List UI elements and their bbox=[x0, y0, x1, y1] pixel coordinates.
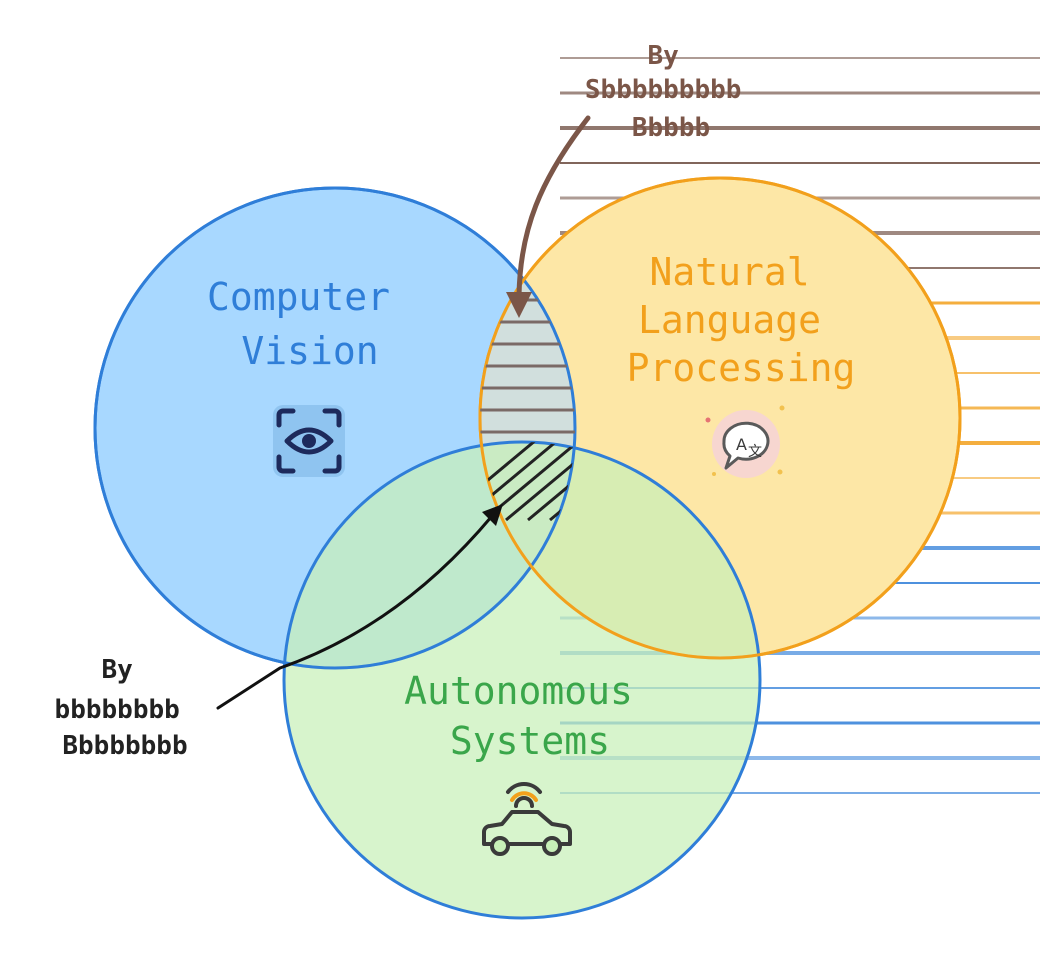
hatch-line-diagonal bbox=[505, 442, 575, 522]
callout-arrowhead-top bbox=[506, 292, 532, 318]
svg-text:A: A bbox=[736, 435, 747, 454]
callout-left-line-2: bbbbbbbb bbox=[55, 695, 180, 725]
callout-left-line-1: By bbox=[102, 655, 133, 685]
label-cv-line-2: Vision bbox=[241, 329, 378, 373]
svg-text:文: 文 bbox=[748, 444, 762, 460]
hatch-line-diagonal bbox=[483, 442, 575, 522]
label-as-line-2: Systems bbox=[450, 719, 610, 763]
callout-arrow-top bbox=[516, 115, 591, 299]
translate-bubble-icon: A 文 bbox=[705, 405, 785, 478]
callout-top-line-1: By bbox=[648, 41, 679, 71]
label-autonomous-systems: Autonomous Systems bbox=[404, 669, 656, 763]
label-computer-vision: Computer Vision bbox=[207, 275, 413, 373]
label-nlp-line-2: Language bbox=[638, 298, 821, 342]
callout-left-label: By bbbbbbbb Bbbbbbbb bbox=[55, 655, 196, 761]
set-circle-autonomous-systems bbox=[282, 440, 762, 920]
label-nlp-line-1: Natural bbox=[649, 250, 809, 294]
callout-arrowhead-left bbox=[482, 504, 503, 526]
callout-left-line-3: Bbbbbbbb bbox=[62, 731, 187, 761]
eye-scan-icon bbox=[273, 405, 345, 477]
callout-top-line-2: Sbbbbbbbbb bbox=[585, 75, 742, 105]
callout-top-label: By Sbbbbbbbbb Bbbbb bbox=[585, 41, 757, 143]
callout-top-line-3: Bbbbb bbox=[632, 113, 710, 143]
set-circle-nlp-outline bbox=[478, 176, 962, 660]
label-natural-language-processing: Natural Language Processing bbox=[627, 250, 856, 390]
connected-car-icon bbox=[482, 782, 572, 856]
hatch-line-diagonal bbox=[527, 442, 575, 522]
label-nlp-line-3: Processing bbox=[627, 346, 856, 390]
hatch-line-diagonal bbox=[480, 442, 561, 522]
label-cv-line-1: Computer bbox=[207, 275, 390, 319]
label-as-line-1: Autonomous bbox=[404, 669, 633, 713]
set-circle-cv-outline bbox=[93, 186, 577, 670]
callout-arrow-left bbox=[216, 514, 494, 710]
